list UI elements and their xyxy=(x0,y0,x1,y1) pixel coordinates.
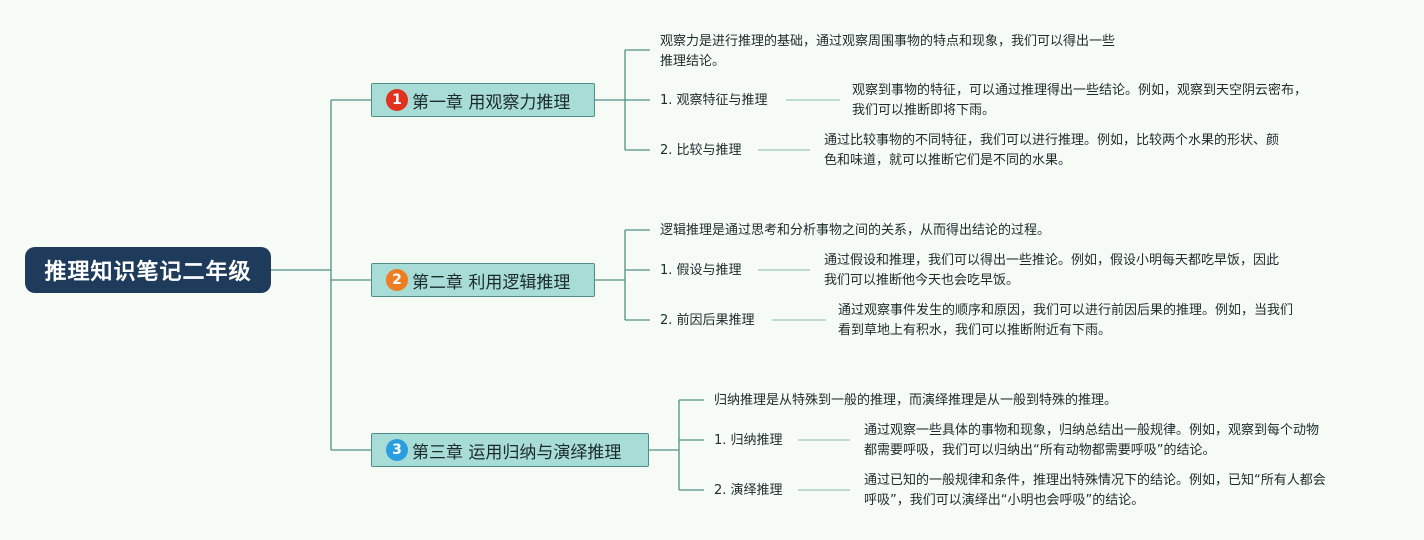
chapter-2-number-badge: 2 xyxy=(386,269,408,291)
chapter-1-item-2-desc[interactable]: 通过比较事物的不同特征，我们可以进行推理。例如，比较两个水果的形状、颜 色和味道… xyxy=(824,133,1280,168)
chapter-1-item-1-desc[interactable]: 观察到事物的特征，可以通过推理得出一些结论。例如，观察到天空阴云密布， 我们可以… xyxy=(852,83,1308,118)
chapter-3-title: 第三章 运用归纳与演绎推理 xyxy=(412,442,622,463)
chapter-1-number-badge: 1 xyxy=(386,89,408,111)
chapter-2-item-2-desc[interactable]: 通过观察事件发生的顺序和原因，我们可以进行前因后果的推理。例如，当我们 看到草地… xyxy=(838,303,1294,338)
chapter-3-number-badge: 3 xyxy=(386,439,408,461)
root-node[interactable]: 推理知识笔记二年级 xyxy=(25,247,271,293)
chapter-2-node[interactable]: 2 第二章 利用逻辑推理 xyxy=(371,263,595,297)
chapter-1-intro[interactable]: 观察力是进行推理的基础，通过观察周围事物的特点和现象，我们可以得出一些 推理结论… xyxy=(660,34,1116,69)
chapter-3-node[interactable]: 3 第三章 运用归纳与演绎推理 xyxy=(371,433,649,467)
chapter-3-item-2-label[interactable]: 2. 演绎推理 xyxy=(714,483,783,498)
chapter-3-item-1-desc[interactable]: 通过观察一些具体的事物和现象，归纳总结出一般规律。例如，观察到每个动物 都需要呼… xyxy=(864,423,1320,458)
chapter-3-item-2-desc[interactable]: 通过已知的一般规律和条件，推理出特殊情况下的结论。例如，已知“所有人都会 呼吸”… xyxy=(864,473,1326,508)
chapter-2-intro[interactable]: 逻辑推理是通过思考和分析事物之间的关系，从而得出结论的过程。 xyxy=(660,223,1051,238)
chapter-1-item-2-label[interactable]: 2. 比较与推理 xyxy=(660,143,742,158)
chapter-3-item-1-label[interactable]: 1. 归纳推理 xyxy=(714,433,783,448)
chapter-2-item-2-label[interactable]: 2. 前因后果推理 xyxy=(660,313,755,328)
chapter-2-title: 第二章 利用逻辑推理 xyxy=(412,272,571,293)
chapter-1-item-1-label[interactable]: 1. 观察特征与推理 xyxy=(660,93,768,108)
chapter-3-intro[interactable]: 归纳推理是从特殊到一般的推理，而演绎推理是从一般到特殊的推理。 xyxy=(714,393,1118,408)
chapter-2-item-1-label[interactable]: 1. 假设与推理 xyxy=(660,263,742,278)
chapter-1-node[interactable]: 1 第一章 用观察力推理 xyxy=(371,83,595,117)
chapter-1-title: 第一章 用观察力推理 xyxy=(412,92,571,113)
chapter-2-item-1-desc[interactable]: 通过假设和推理，我们可以得出一些推论。例如，假设小明每天都吃早饭，因此 我们可以… xyxy=(824,253,1280,288)
root-title: 推理知识笔记二年级 xyxy=(44,260,252,285)
